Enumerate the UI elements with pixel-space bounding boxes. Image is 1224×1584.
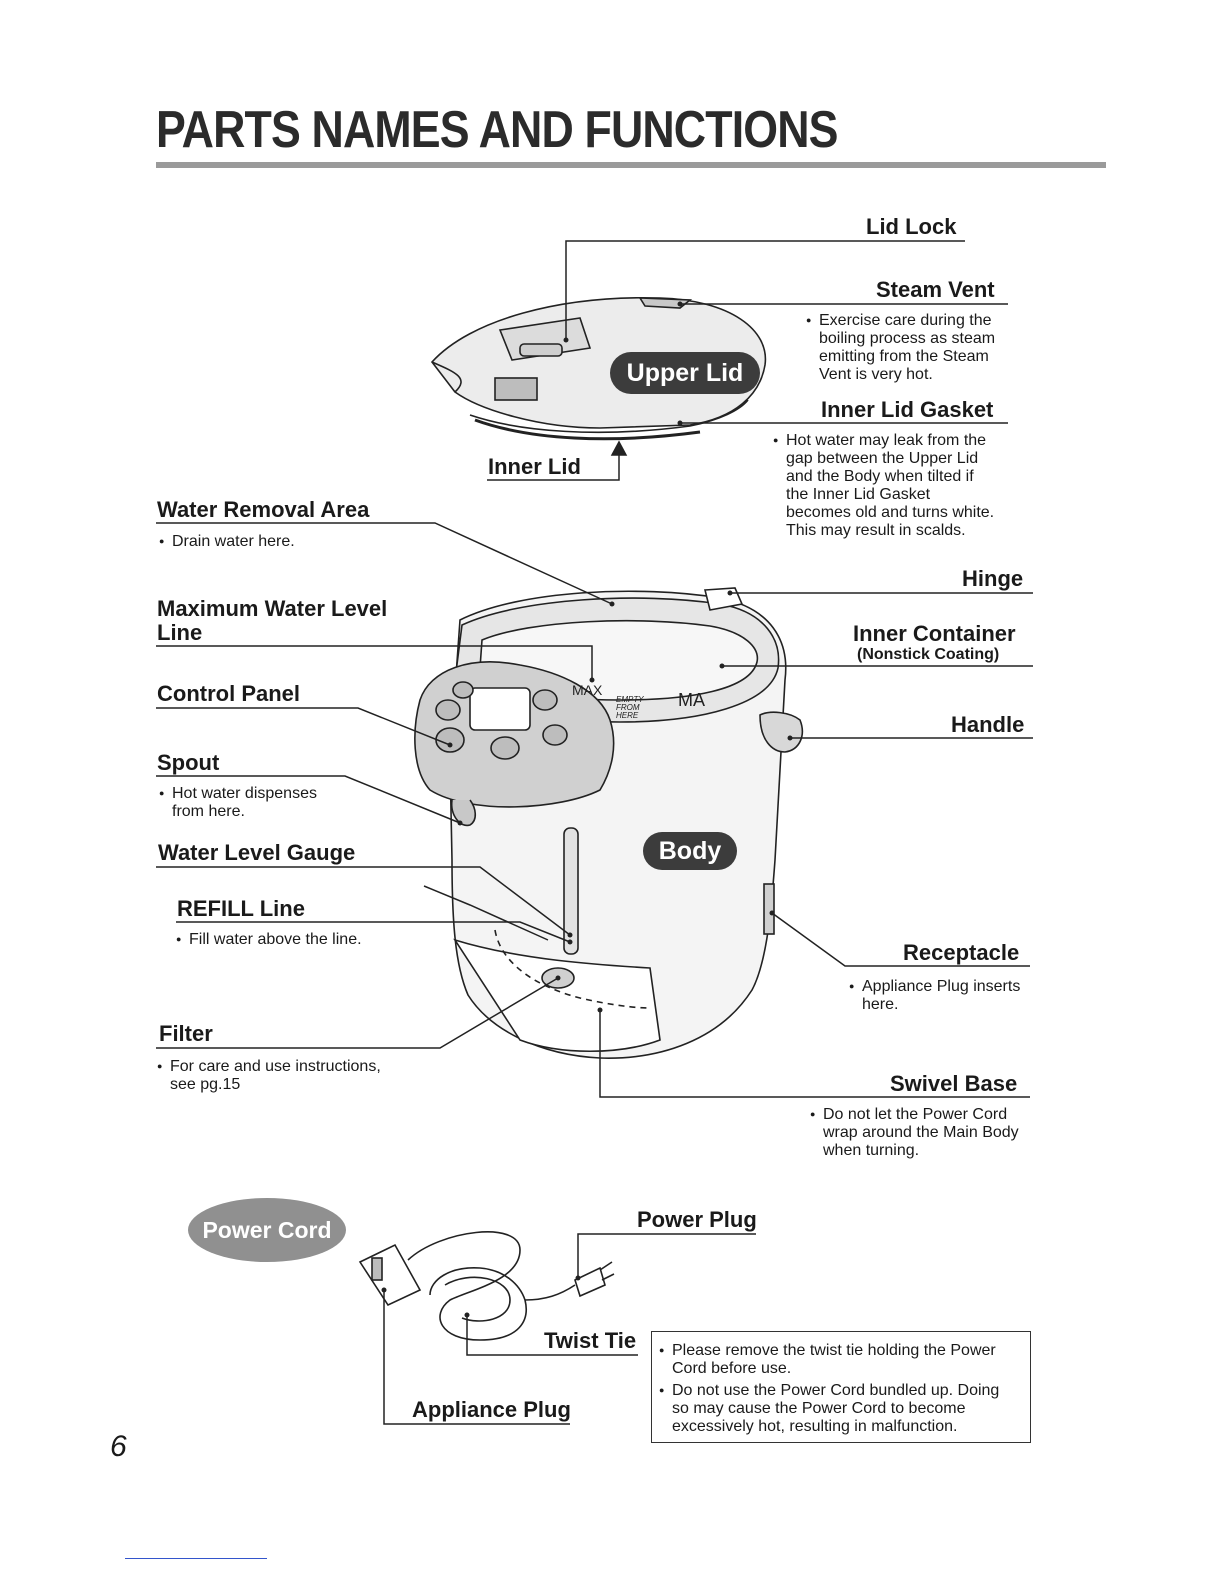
spout-label: Spout (157, 750, 220, 775)
leader-inner-lid (487, 448, 620, 481)
leader-spout (156, 775, 461, 824)
body-drawing (414, 587, 804, 1059)
leader-refill (176, 921, 571, 943)
twist-tie-label: Twist Tie (544, 1328, 637, 1353)
inner-container-sublabel: (Nonstick Coating) (857, 646, 1000, 663)
inner-container-label: Inner Container (853, 621, 1016, 646)
leader-filter (156, 977, 559, 1049)
leader-appliance-plug (383, 1290, 570, 1425)
body-badge: Body (643, 832, 737, 870)
power-cord-note-box (651, 1331, 1031, 1443)
refill-line-label: REFILL Line (177, 896, 305, 921)
leader-control-panel (156, 707, 451, 746)
water-removal-note: Drain water here. (159, 532, 359, 551)
page-number: 6 (110, 1430, 127, 1463)
leader-lid-lock (565, 240, 965, 340)
max-marking-right: MA (678, 690, 705, 710)
footer-rule (125, 1558, 267, 1559)
empty-marking-2: FROM (616, 703, 640, 712)
water-removal-label: Water Removal Area (157, 497, 370, 522)
appliance-plug-label: Appliance Plug (412, 1397, 571, 1422)
hinge-label: Hinge (962, 566, 1024, 591)
power-cord-badge: Power Cord (188, 1198, 346, 1262)
upper-lid-drawing (430, 296, 767, 441)
receptacle-label: Receptacle (903, 940, 1020, 965)
power-cord-drawing (358, 1231, 615, 1341)
page-title: PARTS NAMES AND FUNCTIONS (156, 101, 838, 159)
leader-water-level-gauge (156, 866, 571, 936)
handle-label: Handle (951, 712, 1025, 737)
filter-label: Filter (159, 1021, 213, 1046)
swivel-base-label: Swivel Base (890, 1071, 1018, 1096)
max-water-level-label-2: Line (157, 620, 203, 645)
max-marking-left: MAX (572, 682, 603, 698)
leader-swivel-base (599, 1010, 1030, 1098)
refill-arc (423, 885, 549, 941)
water-level-gauge-label: Water Level Gauge (158, 840, 356, 865)
max-water-level-label-1: Maximum Water Level (157, 596, 388, 621)
inner-lid-label: Inner Lid (488, 454, 581, 479)
leader-power-plug (577, 1233, 756, 1278)
upper-lid-badge: Upper Lid (610, 352, 760, 394)
power-plug-label: Power Plug (637, 1207, 757, 1232)
lid-lock-label: Lid Lock (866, 214, 957, 239)
inner-lid-gasket-label: Inner Lid Gasket (821, 397, 994, 422)
inner-lid-arrow (610, 440, 628, 456)
power-cord-note-2: Do not use the Power Cord bundled up. Do… (659, 1381, 1024, 1436)
title-rule (156, 162, 1106, 168)
empty-marking-1: EMPTY (616, 695, 644, 704)
control-panel-label: Control Panel (157, 681, 301, 706)
refill-note: Fill water above the line. (176, 930, 396, 949)
leader-water-removal (156, 522, 613, 605)
leader-max-line (156, 645, 593, 680)
leader-twist-tie (466, 1315, 638, 1356)
power-cord-note-1: Please remove the twist tie holding the … (659, 1341, 1024, 1378)
leader-receptacle (771, 912, 1030, 967)
steam-vent-label: Steam Vent (876, 277, 995, 302)
empty-marking-3: HERE (616, 711, 639, 720)
filter-note: For care and use instructions,see pg.15 (157, 1057, 407, 1094)
